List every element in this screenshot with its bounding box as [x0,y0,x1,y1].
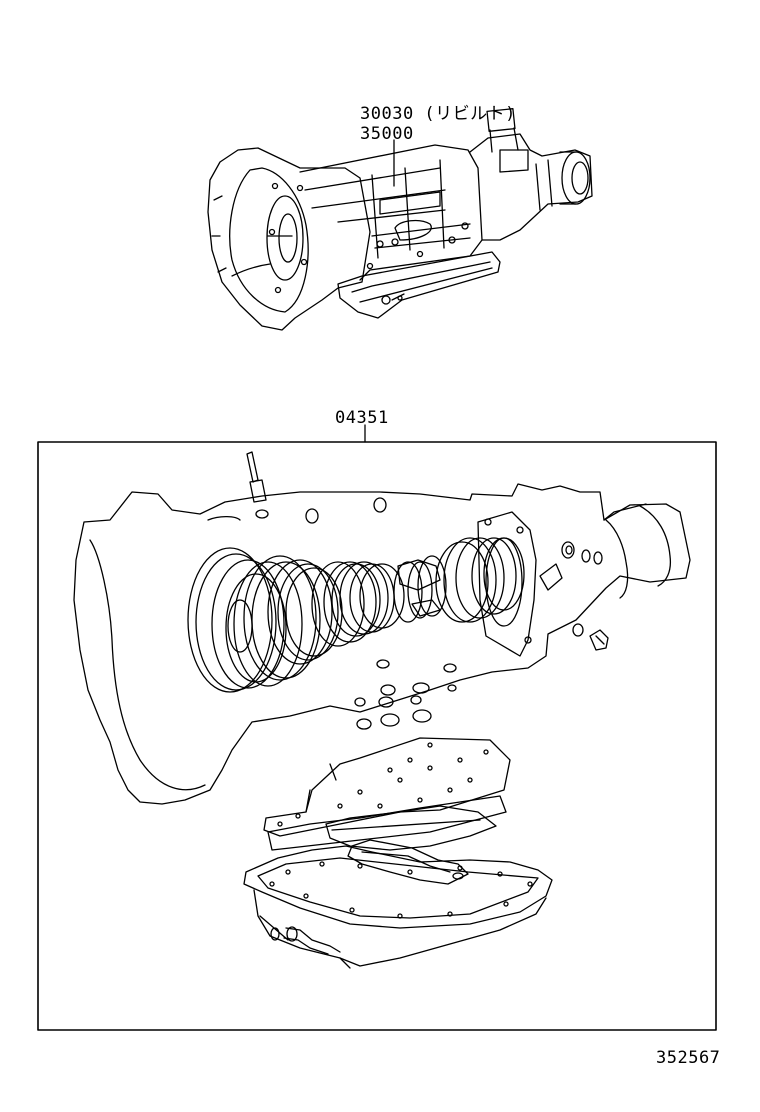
main-case [300,145,482,280]
converter-hub-inner [279,214,297,262]
figure-number: 352567 [656,1048,721,1068]
bell-housing [208,148,370,330]
oil-pan-gasket [348,840,468,884]
converter-hub [267,196,303,280]
breather-tube [247,452,268,518]
oil-pan [338,252,500,318]
case-outline [74,484,690,804]
oil-seal [566,546,572,554]
callout-assembly-rebuilt: 30030 (リビルト) [360,104,516,124]
extension-housing [470,134,592,240]
bell-housing-face [230,168,308,312]
callout-gasket-kit: 04351 [335,408,389,428]
gasket-kit-frame [38,442,716,1030]
oil-seal [562,542,574,558]
o-ring [374,498,386,512]
callout-assembly: 35000 [360,124,414,144]
drain-plug [590,630,608,650]
seal-rings [188,538,524,692]
valve-body-gaskets [264,738,510,850]
valve-body-o-rings [355,660,456,729]
oil-pan [244,846,552,968]
o-ring [582,550,590,562]
o-ring [573,624,583,636]
extension-gasket [478,512,562,656]
output-flange [562,152,590,204]
transmission-assembly-drawing [208,109,592,330]
o-ring [594,552,602,564]
filler-tube [271,927,340,954]
o-ring [306,509,318,523]
